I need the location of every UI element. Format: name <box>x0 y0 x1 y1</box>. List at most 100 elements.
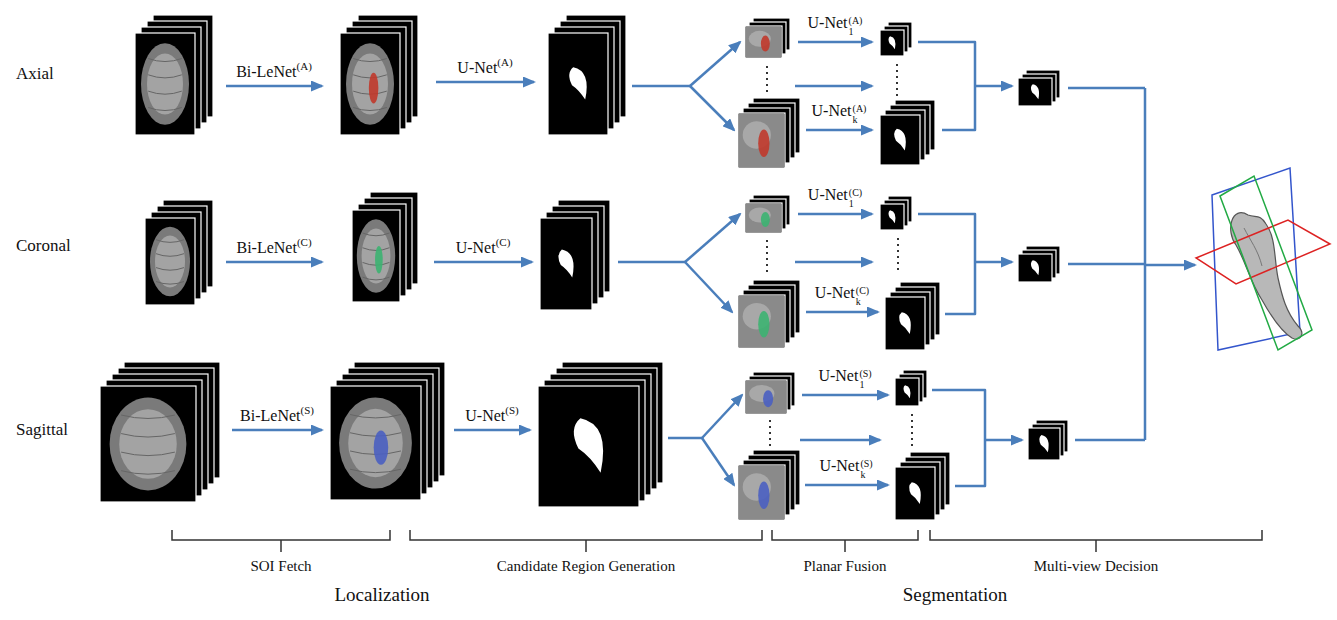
stage-bracket <box>772 530 918 552</box>
view-name: Axial <box>16 64 54 83</box>
image-slice <box>352 210 400 302</box>
brain-tissue <box>147 53 183 114</box>
flow-arrow <box>232 429 322 432</box>
segmentation-mask <box>889 36 896 49</box>
structure-highlight <box>758 311 769 338</box>
brain-gyrus <box>350 433 401 436</box>
network-name: U-Net <box>456 239 496 256</box>
image-slice <box>540 218 592 310</box>
brain-gyrus <box>148 59 182 62</box>
brain-gyrus <box>353 59 387 62</box>
network-name: Bi-LeNet <box>236 63 296 80</box>
flow-arrow <box>802 394 888 397</box>
model-subscript: k <box>856 296 869 307</box>
network-name: U-Net <box>808 186 848 203</box>
index-stack: (A)k <box>853 103 867 125</box>
brain-slice <box>110 398 187 491</box>
image-slice <box>880 30 904 56</box>
segmentation-mask <box>904 385 911 398</box>
brain-tissue <box>348 409 403 477</box>
index-stack: (S)k <box>860 458 872 480</box>
view-superscript: (C) <box>297 236 312 248</box>
brain-gyrus <box>148 75 182 78</box>
flow-line <box>632 85 690 88</box>
network-label: U-Net(S)k <box>819 456 872 480</box>
flow-line <box>618 261 685 264</box>
structure-highlight <box>763 390 773 407</box>
view-superscript: (C) <box>849 187 862 198</box>
network-label: U-Net(S) <box>465 404 518 425</box>
image-slice <box>538 386 639 507</box>
network-label: Bi-LeNet(A) <box>236 60 312 81</box>
view-superscript: (S) <box>859 368 871 379</box>
brain-slice <box>357 219 395 293</box>
network-label: U-Net(C)k <box>815 283 869 307</box>
image-slice <box>100 386 196 502</box>
flow-arrow <box>985 439 1022 442</box>
network-name: U-Net <box>819 457 859 474</box>
network-name: U-Net <box>812 102 852 119</box>
brain-slice <box>150 227 190 297</box>
flow-arrow <box>795 261 872 264</box>
structure-highlight <box>758 130 769 158</box>
phase-name: Segmentation <box>903 584 1007 605</box>
brain-gyrus <box>350 469 401 472</box>
view-superscript: (C) <box>496 236 511 248</box>
segmentation-mask <box>574 418 603 473</box>
segmentation-mask <box>1031 84 1039 99</box>
flow-arrow <box>685 214 740 262</box>
image-slice <box>135 33 195 135</box>
segmentation-mask <box>558 249 573 277</box>
ellipsis-dots <box>896 64 898 96</box>
phase-name: Localization <box>335 584 430 605</box>
network-name: U-Net <box>815 284 855 301</box>
brain-tissue <box>352 53 388 114</box>
segmentation-mask <box>1031 260 1039 275</box>
stage-name-box: Planar Fusion <box>804 556 887 575</box>
brain-gyrus <box>148 91 182 94</box>
brain-gyrus <box>156 282 184 285</box>
stage-name: Planar Fusion <box>804 558 887 574</box>
structure-highlight <box>758 482 769 510</box>
flow-arrow <box>702 395 742 438</box>
brain-gyrus <box>363 277 390 280</box>
stage-name: SOI Fetch <box>250 558 311 574</box>
brain-gyrus <box>156 240 184 243</box>
brain-slice <box>141 43 189 125</box>
flow-arrow <box>800 439 880 442</box>
flow-line <box>918 42 975 130</box>
segmentation-mask <box>899 312 911 334</box>
phase-name-box: Segmentation <box>903 584 1007 607</box>
network-label: U-Net(S)1 <box>818 366 871 390</box>
flow-arrow <box>690 42 740 86</box>
view-superscript: (S) <box>505 404 518 416</box>
index-stack: (S)1 <box>859 368 871 390</box>
network-name: Bi-LeNet <box>240 407 300 424</box>
index-stack: (C)k <box>856 285 869 307</box>
ellipsis-dots <box>769 420 771 446</box>
view-name-box: Coronal <box>16 236 71 256</box>
network-name: U-Net <box>808 14 848 31</box>
segmentation-mask <box>569 67 586 99</box>
phase-name-box: Localization <box>335 584 430 607</box>
image-slice <box>745 203 782 233</box>
flow-arrow <box>806 129 872 132</box>
model-subscript: 1 <box>849 26 863 37</box>
flow-arrow <box>795 85 872 88</box>
image-slice <box>880 115 920 165</box>
flow-line <box>668 437 702 440</box>
segmentation-mask <box>1039 435 1048 452</box>
brain-crop <box>739 296 784 347</box>
flow-arrow <box>798 41 872 44</box>
image-slice <box>1018 78 1052 106</box>
image-slice <box>145 218 195 305</box>
flow-arrow <box>434 261 532 264</box>
brain-tissue <box>155 235 185 287</box>
network-label: U-Net(C)1 <box>808 185 862 209</box>
index-stack: (C)1 <box>849 187 862 209</box>
flow-arrow <box>454 429 530 432</box>
structure-highlight <box>369 73 379 104</box>
flow-line <box>1068 87 1145 90</box>
brain-crop <box>746 381 786 413</box>
ellipsis-dots <box>897 238 899 270</box>
